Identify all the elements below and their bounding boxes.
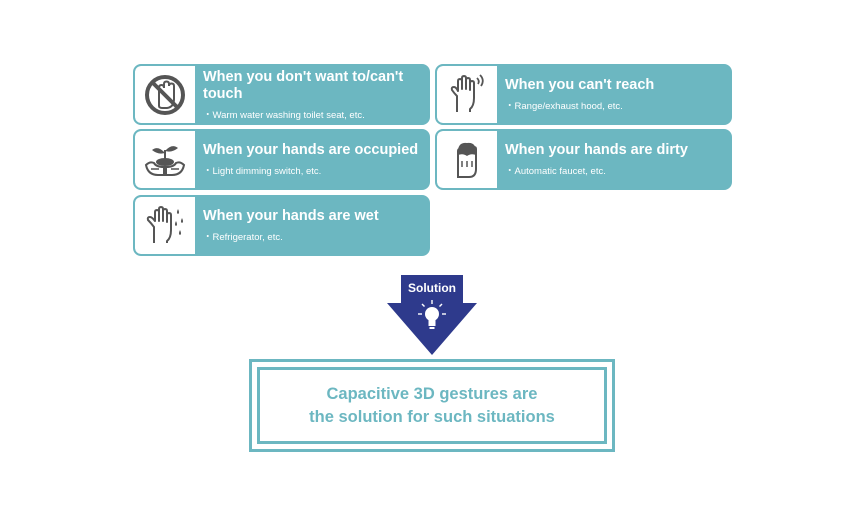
icon-container	[437, 131, 497, 188]
solution-box: Capacitive 3D gestures are the solution …	[249, 359, 615, 452]
solution-line-1: Capacitive 3D gestures are	[326, 384, 538, 403]
situation-card-hands-wet: When your hands are wet Refrigerator, et…	[133, 195, 430, 256]
icon-container	[135, 131, 195, 188]
card-example: Light dimming switch, etc.	[203, 163, 422, 177]
card-title: When your hands are wet	[203, 208, 379, 224]
dirty-hand-icon	[457, 142, 477, 178]
wet-hand-icon	[146, 205, 183, 243]
situation-card-no-touch: When you don't want to/can't touch Warm …	[133, 64, 430, 125]
light-bulb-icon	[418, 300, 446, 329]
reaching-hand-icon	[450, 73, 484, 112]
situation-card-hands-occupied: When your hands are occupied Light dimmi…	[133, 129, 430, 190]
card-title: When your hands are occupied	[203, 142, 419, 158]
card-example: Warm water washing toilet seat, etc.	[203, 107, 422, 121]
card-title: When you can't reach	[505, 77, 655, 93]
card-example: Refrigerator, etc.	[203, 229, 422, 243]
solution-arrow-label: Solution	[408, 281, 456, 295]
no-touch-hand-icon	[145, 74, 185, 115]
situation-card-cant-reach: When you can't reach Range/exhaust hood,…	[435, 64, 732, 125]
card-title: When you don't want to/can't touch	[203, 68, 404, 102]
hands-holding-plant-icon	[144, 145, 186, 176]
card-example: Automatic faucet, etc.	[505, 163, 724, 177]
situation-card-hands-dirty: When your hands are dirty Automatic fauc…	[435, 129, 732, 190]
card-example: Range/exhaust hood, etc.	[505, 98, 724, 112]
icon-container	[135, 197, 195, 254]
icon-container	[437, 66, 497, 123]
card-title: When your hands are dirty	[505, 142, 688, 158]
solution-line-2: the solution for such situations	[309, 407, 555, 426]
icon-container	[135, 66, 195, 123]
